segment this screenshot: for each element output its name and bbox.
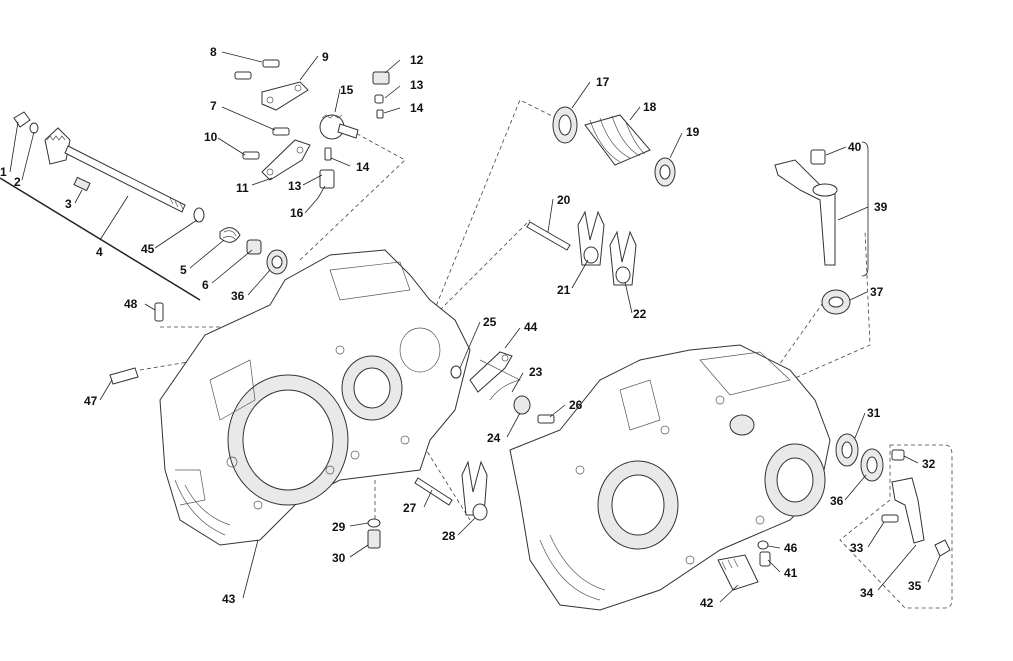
callout-16: 16 bbox=[290, 206, 304, 220]
callout-36a: 36 bbox=[231, 289, 245, 303]
callout-42: 42 bbox=[700, 596, 714, 610]
callout-1: 1 bbox=[0, 165, 7, 179]
callout-34: 34 bbox=[860, 586, 874, 600]
callout-46: 46 bbox=[784, 541, 798, 555]
callout-3: 3 bbox=[65, 197, 72, 211]
callout-45: 45 bbox=[141, 242, 155, 256]
callout-31: 31 bbox=[867, 406, 881, 420]
callout-29: 29 bbox=[332, 520, 346, 534]
callout-32: 32 bbox=[922, 457, 936, 471]
callout-8: 8 bbox=[210, 45, 217, 59]
callout-11: 11 bbox=[236, 181, 249, 195]
right-crankcase-half bbox=[509, 344, 831, 611]
callout-15: 15 bbox=[340, 83, 354, 97]
callout-13a: 13 bbox=[410, 78, 424, 92]
callout-41: 41 bbox=[784, 566, 798, 580]
callout-28: 28 bbox=[442, 529, 456, 543]
callout-12: 12 bbox=[410, 53, 424, 67]
callout-9: 9 bbox=[322, 50, 329, 64]
callout-26: 26 bbox=[569, 398, 583, 412]
shift-forks bbox=[414, 210, 637, 521]
callout-24: 24 bbox=[487, 431, 501, 445]
callout-17: 17 bbox=[596, 75, 610, 89]
callout-48: 48 bbox=[124, 297, 138, 311]
callout-25: 25 bbox=[483, 315, 497, 329]
callout-22: 22 bbox=[633, 307, 647, 321]
left-crankcase-half bbox=[159, 249, 471, 546]
callout-labels: 1 2 3 4 5 6 7 8 9 10 11 12 13 13 14 14 1… bbox=[0, 45, 936, 610]
callout-40: 40 bbox=[848, 140, 862, 154]
callout-18: 18 bbox=[643, 100, 657, 114]
callout-7: 7 bbox=[210, 99, 217, 113]
callout-44: 44 bbox=[524, 320, 538, 334]
callout-13b: 13 bbox=[288, 179, 302, 193]
callout-35: 35 bbox=[908, 579, 922, 593]
callout-36b: 36 bbox=[830, 494, 844, 508]
shift-shaft-assembly bbox=[774, 149, 851, 315]
callout-6: 6 bbox=[202, 278, 209, 292]
shift-mechanism-parts bbox=[234, 59, 390, 189]
callout-2: 2 bbox=[14, 175, 21, 189]
callout-10: 10 bbox=[204, 130, 218, 144]
callout-27: 27 bbox=[403, 501, 417, 515]
callout-19: 19 bbox=[686, 125, 700, 139]
callout-4: 4 bbox=[96, 245, 103, 259]
callout-30: 30 bbox=[332, 551, 346, 565]
callout-39: 39 bbox=[874, 200, 888, 214]
callout-5: 5 bbox=[180, 263, 187, 277]
callout-21: 21 bbox=[557, 283, 571, 297]
callout-47: 47 bbox=[84, 394, 98, 408]
kick-start-shaft-assembly bbox=[13, 111, 288, 275]
leader-lines bbox=[0, 51, 941, 603]
right-side-parts bbox=[717, 433, 951, 591]
shift-drum-assembly bbox=[552, 106, 676, 187]
callout-14a: 14 bbox=[410, 101, 424, 115]
callout-37: 37 bbox=[870, 285, 884, 299]
callout-33: 33 bbox=[850, 541, 864, 555]
callout-14b: 14 bbox=[356, 160, 370, 174]
callout-43: 43 bbox=[222, 592, 236, 606]
callout-20: 20 bbox=[557, 193, 571, 207]
callout-23: 23 bbox=[529, 365, 543, 379]
